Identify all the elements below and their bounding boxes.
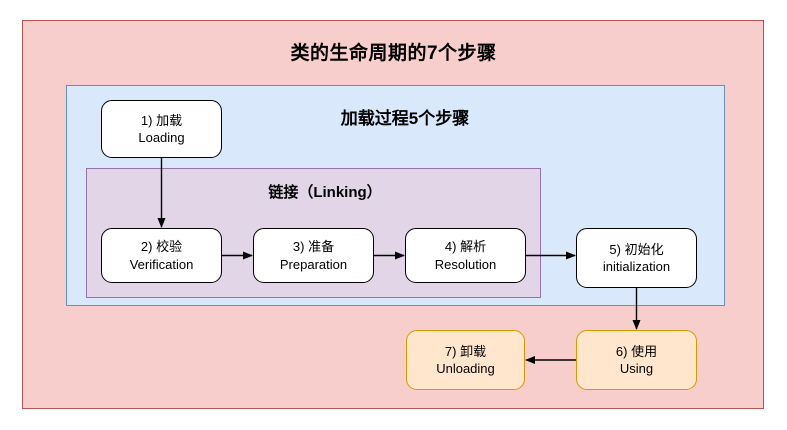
loading-process-title: 加载过程5个步骤 xyxy=(340,109,470,128)
step-label-cn: 2) 校验 xyxy=(140,239,183,255)
step-node-resolution[interactable]: 4) 解析 Resolution xyxy=(405,228,526,283)
step-label-en: Using xyxy=(619,361,654,376)
step-label-cn: 6) 使用 xyxy=(615,343,658,359)
step-label-cn: 5) 初始化 xyxy=(609,241,664,257)
step-node-loading[interactable]: 1) 加载 Loading xyxy=(101,100,222,158)
step-label-en: Preparation xyxy=(279,256,348,272)
diagram-title: 类的生命周期的7个步骤 xyxy=(290,43,497,64)
step-node-initialization[interactable]: 5) 初始化 initialization xyxy=(576,228,697,288)
step-label-en: Verification xyxy=(129,256,194,272)
step-node-verification[interactable]: 2) 校验 Verification xyxy=(101,228,222,283)
step-label-cn: 3) 准备 xyxy=(292,239,335,255)
step-label-cn: 4) 解析 xyxy=(444,239,487,255)
step-label-en: initialization xyxy=(602,259,671,274)
step-label-cn: 1) 加载 xyxy=(140,112,183,128)
step-label-en: Resolution xyxy=(434,256,497,272)
step-label-en: Loading xyxy=(138,130,185,145)
step-label-en: Unloading xyxy=(436,361,495,376)
step-node-unloading[interactable]: 7) 卸载 Unloading xyxy=(406,330,525,390)
linking-title: 链接（Linking） xyxy=(268,184,382,201)
step-node-preparation[interactable]: 3) 准备 Preparation xyxy=(253,228,374,283)
step-node-using[interactable]: 6) 使用 Using xyxy=(576,330,697,390)
step-label-cn: 7) 卸载 xyxy=(444,343,487,359)
